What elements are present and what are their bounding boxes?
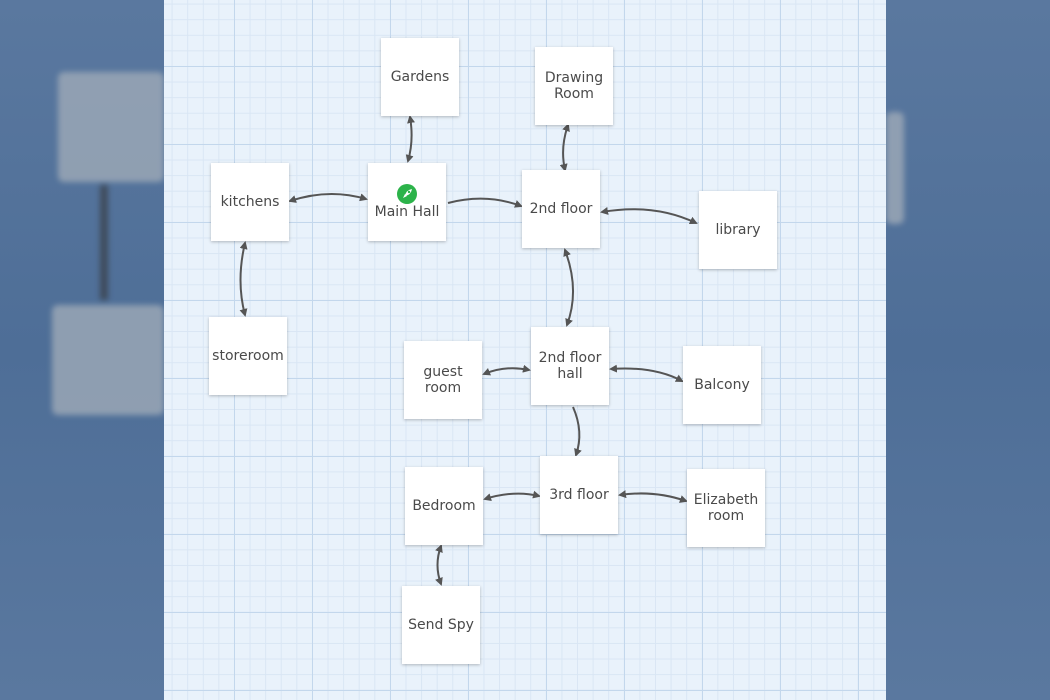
story-map-canvas[interactable]: Gardens Drawing Room kitchens Main Hall … [164, 0, 886, 700]
passage-label: Bedroom [412, 498, 476, 514]
blurred-link [100, 185, 108, 300]
passage-label: Drawing Room [544, 70, 604, 102]
link-arrow [572, 406, 582, 457]
link-arrow [288, 192, 368, 203]
passage-label: Elizabeth room [693, 492, 759, 524]
link-arrow [559, 123, 570, 172]
passage-storeroom[interactable]: storeroom [209, 317, 287, 395]
passage-main-hall[interactable]: Main Hall [368, 163, 446, 241]
passage-library[interactable]: library [699, 191, 777, 269]
passage-label: Send Spy [408, 617, 474, 633]
passage-2nd-floor[interactable]: 2nd floor [522, 170, 600, 248]
passage-kitchens[interactable]: kitchens [211, 163, 289, 241]
link-arrow [600, 207, 698, 225]
background-left [0, 0, 164, 700]
passage-elizabeth-room[interactable]: Elizabeth room [687, 469, 765, 547]
passage-balcony[interactable]: Balcony [683, 346, 761, 424]
link-arrow [447, 197, 523, 208]
passage-send-spy[interactable]: Send Spy [402, 586, 480, 664]
link-arrow [435, 544, 443, 586]
link-arrow [482, 364, 531, 376]
passage-links [239, 115, 698, 586]
passage-label: 2nd floor hall [538, 350, 602, 382]
passage-gardens[interactable]: Gardens [381, 38, 459, 116]
link-arrow [618, 490, 688, 503]
passage-label: kitchens [220, 194, 280, 210]
passage-guest-room[interactable]: guest room [404, 341, 482, 419]
passage-label: library [715, 222, 761, 238]
passage-label: 3rd floor [549, 487, 609, 503]
blurred-panel [52, 305, 164, 415]
blurred-panel [58, 72, 164, 182]
link-arrow [239, 241, 248, 317]
passage-label: 2nd floor [529, 201, 593, 217]
passage-2nd-floor-hall[interactable]: 2nd floor hall [531, 327, 609, 405]
passage-drawing-room[interactable]: Drawing Room [535, 47, 613, 125]
passage-label: storeroom [212, 348, 284, 364]
passage-label: guest room [423, 364, 463, 396]
background-right [886, 0, 1050, 700]
blurred-panel [886, 112, 904, 224]
link-arrow [405, 115, 415, 163]
passage-label: Balcony [694, 377, 750, 393]
link-arrow [483, 490, 541, 502]
passage-bedroom[interactable]: Bedroom [405, 467, 483, 545]
rocket-icon [397, 184, 417, 204]
link-arrow [563, 248, 575, 327]
passage-3rd-floor[interactable]: 3rd floor [540, 456, 618, 534]
passage-label: Main Hall [374, 204, 440, 220]
link-arrow [609, 364, 684, 382]
passage-label: Gardens [390, 69, 450, 85]
